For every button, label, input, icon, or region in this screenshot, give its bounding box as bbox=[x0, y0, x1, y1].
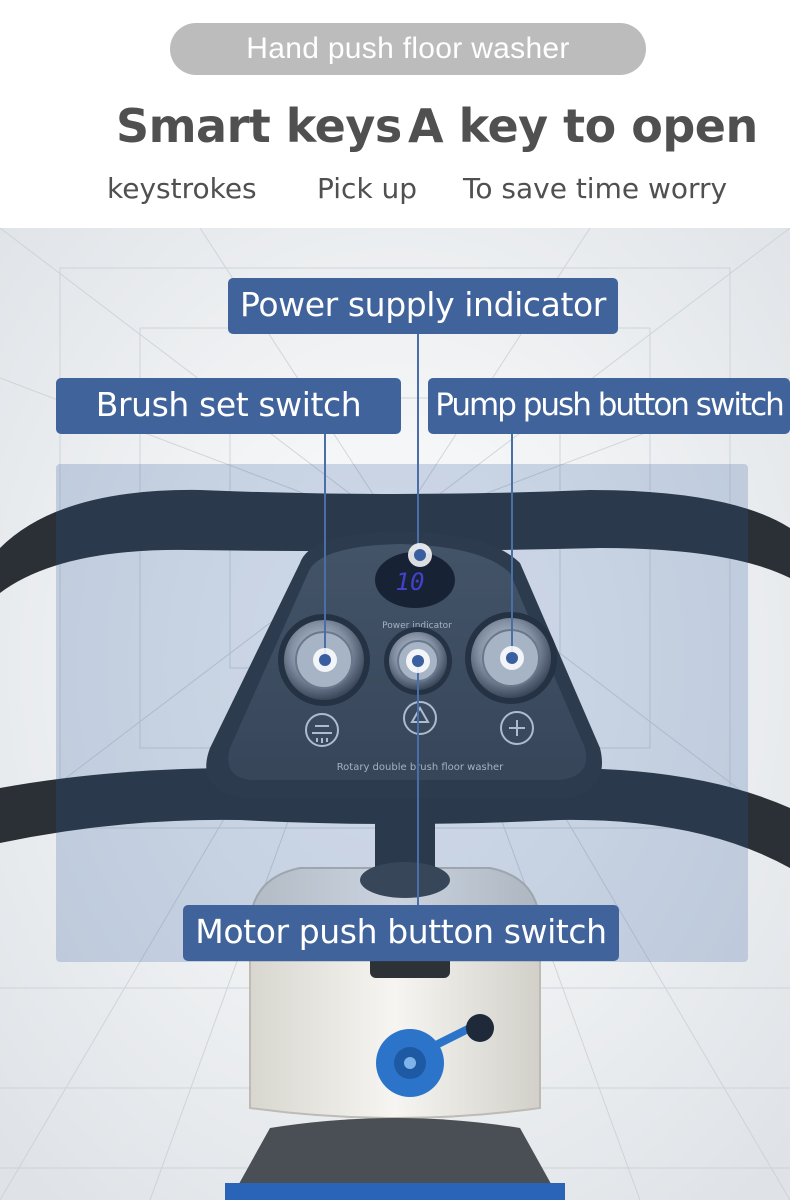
product-photo: 10 Power indicator Rotary double br bbox=[0, 228, 790, 1200]
marker-dots bbox=[313, 543, 524, 673]
indicator-caption: Power indicator bbox=[382, 621, 452, 631]
display-reading: 10 bbox=[396, 568, 425, 596]
headline-smart-keys: Smart keys bbox=[116, 99, 402, 153]
display-screen bbox=[375, 552, 455, 608]
model-caption: Rotary double brush floor washer bbox=[337, 762, 504, 773]
feature-save-time: To save time worry bbox=[463, 172, 728, 205]
callout-motor-push-button-switch: Motor push button switch bbox=[183, 905, 619, 961]
headline-key-to-open: A key to open bbox=[408, 99, 758, 153]
callout-brush-set-switch: Brush set switch bbox=[56, 378, 401, 434]
callout-pump-push-button-switch: Pump push button switch bbox=[428, 378, 790, 434]
motor-icon bbox=[403, 701, 437, 735]
floor-washer-illustration: 10 Power indicator Rotary double br bbox=[0, 228, 790, 1200]
feature-pick-up: Pick up bbox=[317, 172, 418, 205]
product-badge: Hand push floor washer bbox=[170, 23, 646, 75]
feature-keystrokes: keystrokes bbox=[107, 172, 257, 205]
brush-icon bbox=[305, 713, 339, 747]
highlight-overlay bbox=[56, 464, 748, 962]
callout-power-supply-indicator: Power supply indicator bbox=[228, 278, 618, 334]
pump-icon bbox=[500, 711, 534, 745]
header-banner: Hand push floor washer Smart keys A key … bbox=[0, 0, 790, 228]
